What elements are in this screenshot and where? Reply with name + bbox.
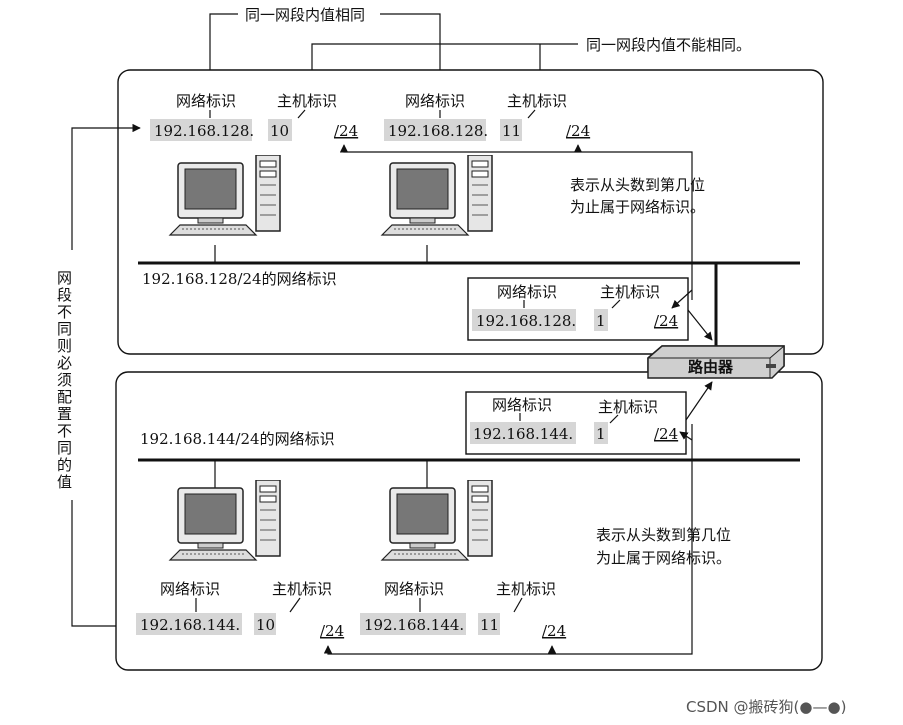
top-annotations: 同一网段内值相同 同一网段内值不能相同。 <box>205 6 751 89</box>
net2-pc1-address: 网络标识 主机标识 192.168.144. 10 /24 <box>136 580 344 640</box>
arrow-same-net2 <box>380 13 445 89</box>
net1-router-prefix: /24 <box>654 312 678 330</box>
net1-router-interface-box: 网络标识 主机标识 192.168.128. 1 /24 <box>467 277 689 341</box>
net1-router-host: 1 <box>596 312 606 330</box>
net2-pc2-net: 192.168.144. <box>364 616 464 634</box>
net2-router-prefix: /24 <box>654 425 678 443</box>
host-id-label: 主机标识 <box>272 580 332 598</box>
same-value-label: 同一网段内值相同 <box>245 6 365 24</box>
net-id-label: 网络标识 <box>176 92 236 110</box>
net1-note-line1: 表示从头数到第几位 <box>570 176 705 194</box>
net1-pc1-host: 10 <box>270 122 289 140</box>
net-id-label: 网络标识 <box>492 396 552 414</box>
side-label: 网段不同则必须配置不同的值 <box>55 270 73 491</box>
net1-note-line2: 为止属于网络标识。 <box>570 198 705 216</box>
router-overlay: 路由器 <box>647 345 785 379</box>
net2-pc2-address: 网络标识 主机标识 192.168.144. 11 /24 <box>360 580 566 640</box>
net1-pc1-net: 192.168.128. <box>154 122 254 140</box>
router-label: 路由器 <box>688 358 734 376</box>
net-id-label: 网络标识 <box>384 580 444 598</box>
host-id-label: 主机标识 <box>496 580 556 598</box>
host-id-label: 主机标识 <box>277 92 337 110</box>
net2-router-interface-box: 网络标识 主机标识 192.168.144. 1 /24 <box>465 391 687 455</box>
net1-pc2-host: 11 <box>502 122 521 140</box>
net2-pc2-prefix: /24 <box>542 622 566 640</box>
watermark-text: CSDN @搬砖狗(●—●) <box>686 698 846 716</box>
net1-pc2-prefix: /24 <box>566 122 590 140</box>
host-id-label: 主机标识 <box>600 283 660 301</box>
net2-pc1-net: 192.168.144. <box>140 616 240 634</box>
net2-note-line1: 表示从头数到第几位 <box>596 526 731 544</box>
net2-router-host: 1 <box>596 425 606 443</box>
side-annotation: 网段不同则必须配置不同的值 <box>55 123 141 631</box>
net2-pc1-host: 10 <box>256 616 275 634</box>
host-id-label: 主机标识 <box>507 92 567 110</box>
net1-pc2-address: 网络标识 主机标识 192.168.128. 11 /24 <box>384 92 590 141</box>
net-id-label: 网络标识 <box>160 580 220 598</box>
diff-value-label: 同一网段内值不能相同。 <box>586 36 751 54</box>
net2-router-net: 192.168.144. <box>473 425 573 443</box>
net-id-label: 网络标识 <box>497 283 557 301</box>
net1-pc2-net: 192.168.128. <box>388 122 488 140</box>
net2-pc1-prefix: /24 <box>320 622 344 640</box>
net1-router-net: 192.168.128. <box>476 312 576 330</box>
net1-pc1-prefix: /24 <box>334 122 358 140</box>
net2-note-line2: 为止属于网络标识。 <box>596 549 731 567</box>
arrow-same-net1 <box>205 13 238 89</box>
prefix-arrow-net1-pc1 <box>339 144 693 300</box>
net1-caption: 192.168.128/24的网络标识 <box>142 270 337 288</box>
net-id-label: 网络标识 <box>405 92 465 110</box>
prefix-arrow-net2-pc1 <box>323 424 693 655</box>
net1-pc1-address: 网络标识 主机标识 192.168.128. 10 /24 <box>150 92 358 141</box>
net2-pc2-host: 11 <box>480 616 499 634</box>
net2-caption: 192.168.144/24的网络标识 <box>140 430 335 448</box>
host-id-label: 主机标识 <box>598 398 658 416</box>
